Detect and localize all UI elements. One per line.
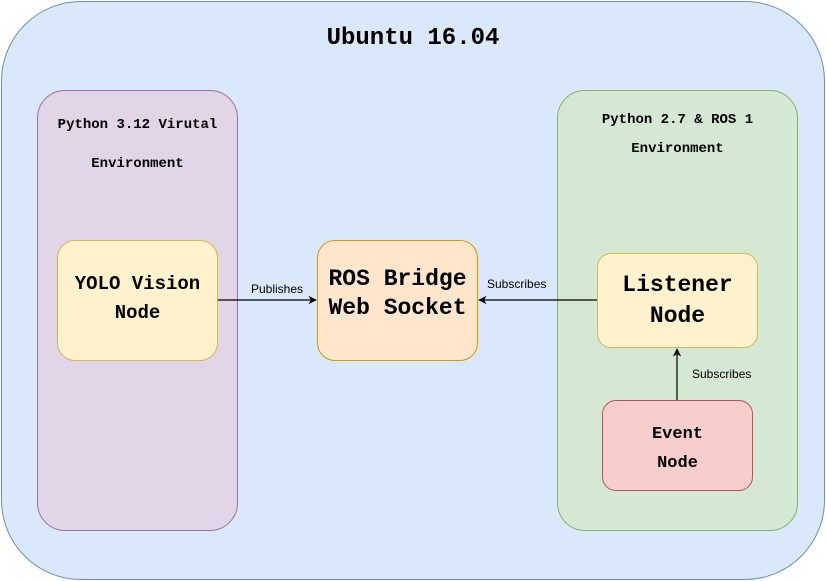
ros-bridge-websocket-node[interactable]: ROS Bridge Web Socket [317,240,478,361]
right-env-label-line2: Environment [631,141,724,157]
yolo-node-label-line2: Node [114,302,161,324]
ros-node-label-line1: ROS Bridge [328,266,467,292]
left-env-label-line2: Environment [91,156,184,172]
event-node-label-line1: Event [651,425,703,444]
listener-node-label-line2: Node [649,303,706,329]
right-env-label-line1: Python 2.7 & ROS 1 [601,112,754,128]
ros-node-label-line2: Web Socket [328,295,467,321]
edge-label-publishes: Publishes [251,282,304,296]
event-node-label-line2: Node [657,454,698,473]
edge-label-subscribes-listener: Subscribes [692,367,752,381]
yolo-node-label-line1: YOLO Vision [74,273,201,295]
listener-node-label-line1: Listener [622,272,733,298]
left-env-label-line1: Python 3.12 Virutal [57,117,218,133]
edge-label-subscribes-ros: Subscribes [487,277,547,291]
listener-node[interactable]: Listener Node [597,253,758,348]
diagram-title: Ubuntu 16.04 [326,25,500,52]
event-node[interactable]: Event Node [602,400,753,491]
yolo-vision-node[interactable]: YOLO Vision Node [57,240,218,361]
